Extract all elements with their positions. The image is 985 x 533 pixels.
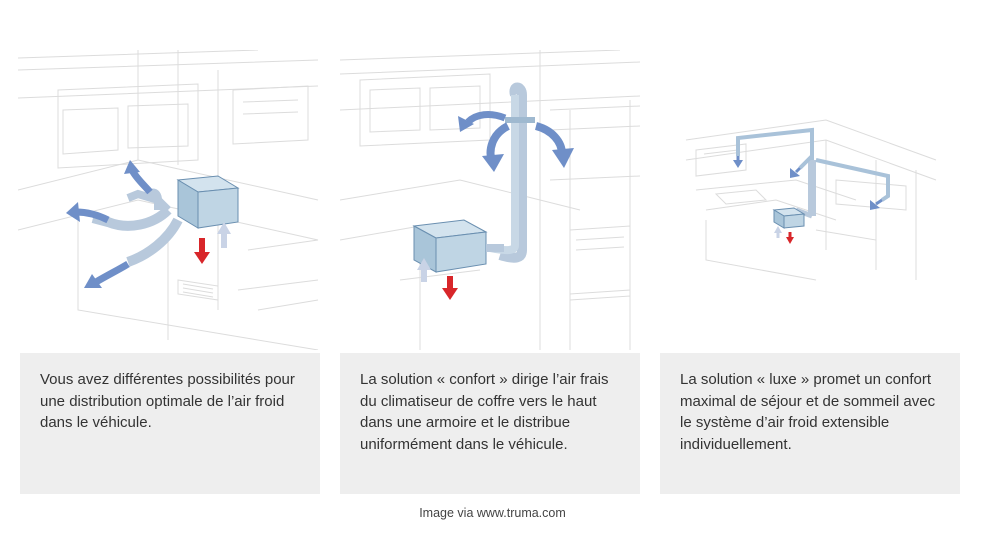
caption-confort: La solution « confort » dirige l’air fra… [340, 353, 640, 494]
caption-text: La solution « luxe » promet un confort m… [680, 371, 936, 453]
caption-text: La solution « confort » dirige l’air fra… [360, 371, 609, 453]
cold-air-arrow-left [794, 166, 802, 174]
aircon-unit [772, 207, 806, 229]
standard-diagram-svg [18, 50, 319, 350]
caption-text: Vous avez différentes possibilités pour … [40, 371, 295, 431]
cold-air-arrow-up [128, 168, 153, 195]
illustration-confort-solution [340, 50, 640, 350]
cold-air-arrow-up-left [465, 111, 507, 125]
illustration-luxe-solution [676, 100, 946, 290]
cold-air-arrow-down-right [875, 198, 883, 206]
confort-diagram-svg [340, 50, 640, 350]
caption-luxe: La solution « luxe » promet un confort m… [660, 353, 960, 494]
cold-air-arrow-left [75, 208, 110, 224]
luxe-diagram-svg [685, 119, 937, 281]
aircon-unit [412, 219, 488, 273]
cold-air-arrow-down-left [94, 260, 130, 286]
aircon-unit [176, 175, 240, 229]
caption-standard: Vous avez différentes possibilités pour … [20, 353, 320, 494]
illustration-standard-distribution [18, 50, 320, 350]
image-credit: Image via www.truma.com [419, 506, 566, 520]
